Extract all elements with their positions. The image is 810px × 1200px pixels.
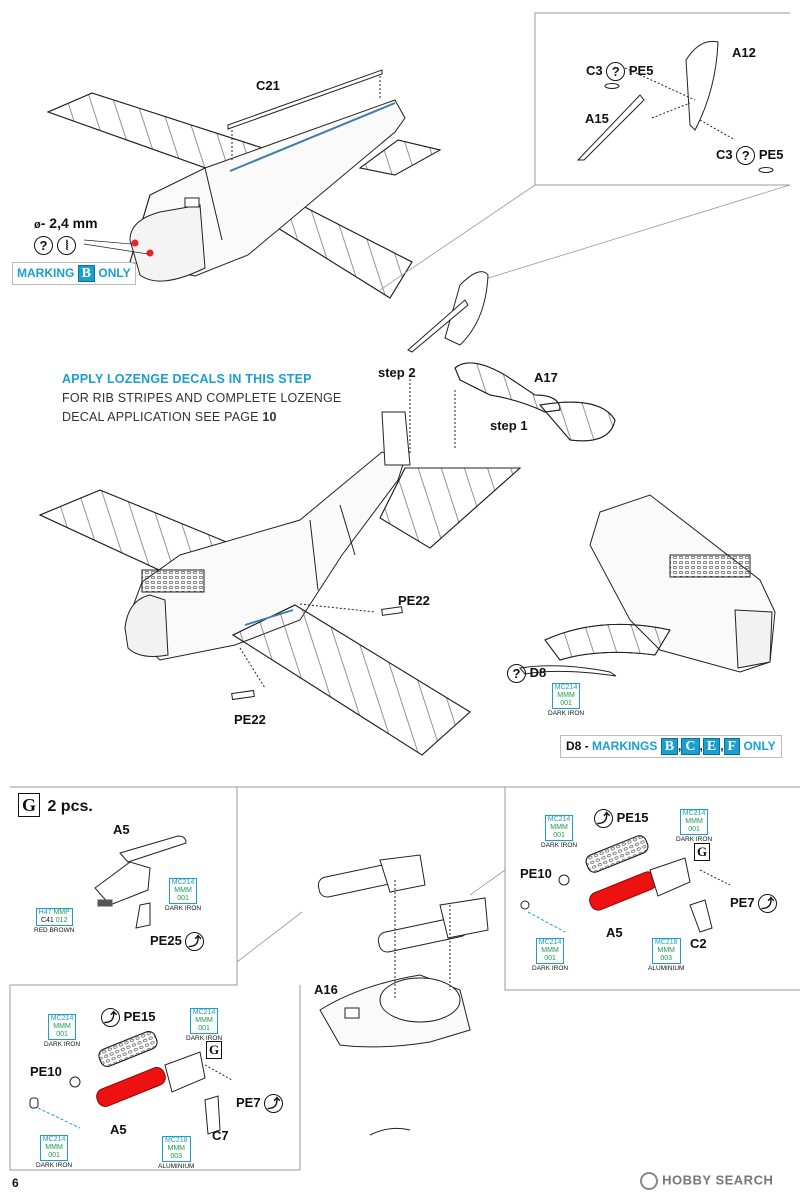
turn-icon: ⤴ — [185, 932, 205, 951]
label-c3-top: C3 ? PE5 — [586, 62, 654, 81]
engine-detail-drawing — [519, 494, 776, 677]
drill-symbols: ? ⦚ — [34, 236, 77, 255]
label-pe22-b: PE22 — [234, 712, 266, 727]
g-marker-left: G — [206, 1041, 222, 1059]
question-icon: ? — [736, 146, 756, 165]
label-pe7-right: PE7 ⤴ — [730, 894, 778, 913]
d8-markings-note: D8 - MARKINGS B,C,E,F ONLY — [560, 735, 782, 758]
diameter-note: ø- 2,4 mm — [34, 215, 98, 231]
label-pe10-left: PE10 — [30, 1064, 62, 1079]
gun-detail-right-drawing — [520, 835, 731, 933]
label-a17: A17 — [534, 370, 558, 385]
label-a15: A15 — [585, 111, 609, 126]
rudder-detail-drawing — [379, 12, 791, 291]
watermark: HOBBY SEARCH — [640, 1172, 773, 1190]
label-a12: A12 — [732, 45, 756, 60]
upper-assembly-drawing — [46, 69, 442, 299]
main-assembly-drawing — [38, 271, 616, 756]
label-pe25: PE25 ⤴ — [150, 932, 205, 951]
question-icon: ? — [606, 62, 626, 81]
gun-detail-left-drawing — [29, 1031, 233, 1135]
label-a5-bottom: A5 — [110, 1122, 127, 1137]
lozenge-note-line2: FOR RIB STRIPES AND COMPLETE LOZENGE — [62, 391, 342, 405]
marking-b-only: MARKING B ONLY — [12, 262, 136, 285]
lozenge-note-heading: APPLY LOZENGE DECALS IN THIS STEP — [62, 372, 312, 386]
label-pe7-left: PE7 ⤴ — [236, 1094, 284, 1113]
page-number: 6 — [12, 1176, 19, 1190]
label-step2: step 2 — [378, 365, 416, 380]
label-c7: C7 — [212, 1128, 229, 1143]
gun-a5-drawing — [94, 835, 187, 929]
label-pe15-right: ⤴ PE15 — [594, 809, 648, 828]
drill-icon: ⦚ — [57, 236, 77, 255]
turn-icon: ⤴ — [264, 1094, 284, 1113]
turn-icon: ⤴ — [758, 894, 778, 913]
label-a5-left: A5 — [113, 822, 130, 837]
g-subassembly-header: G 2 pcs. — [18, 793, 93, 817]
question-icon: ? — [34, 236, 53, 255]
turn-icon: ⤴ — [594, 809, 613, 828]
watermark-logo-icon — [640, 1172, 658, 1190]
g-marker-right: G — [694, 843, 710, 861]
label-step1: step 1 — [490, 418, 528, 433]
label-c21: C21 — [256, 78, 280, 93]
gun-installation-drawing — [317, 854, 489, 1136]
lozenge-note-line3: DECAL APPLICATION SEE PAGE 10 — [62, 410, 277, 424]
label-a16: A16 — [314, 982, 338, 997]
label-d8: ? D8 — [507, 664, 546, 683]
label-pe22-a: PE22 — [398, 593, 430, 608]
label-c2: C2 — [690, 936, 707, 951]
label-pe15-left: ⤴ PE15 — [101, 1008, 155, 1027]
label-c3-bottom: C3 ? PE5 — [716, 146, 784, 165]
label-pe10-right: PE10 — [520, 866, 552, 881]
label-a5-right: A5 — [606, 925, 623, 940]
question-icon: ? — [507, 664, 526, 683]
turn-icon: ⤴ — [101, 1008, 120, 1027]
